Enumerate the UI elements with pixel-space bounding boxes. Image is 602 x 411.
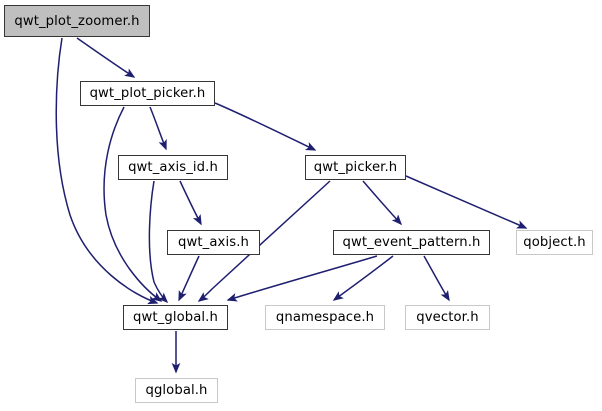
edge-qwt_axis_id-to-qwt_axis (179, 180, 202, 226)
edge-qwt_event_pattern-to-qwt_global (226, 255, 378, 302)
node-label: qvector.h (416, 310, 479, 325)
node-qnamespace[interactable]: qnamespace.h (265, 305, 385, 330)
node-qwt_plot_picker[interactable]: qwt_plot_picker.h (80, 81, 215, 106)
node-qwt_global[interactable]: qwt_global.h (123, 305, 228, 330)
node-qwt_event_pattern[interactable]: qwt_event_pattern.h (333, 230, 490, 255)
node-label: qwt_plot_picker.h (89, 86, 206, 101)
node-label: qwt_axis.h (178, 235, 249, 250)
node-label: qwt_global.h (133, 310, 218, 325)
node-qwt_picker[interactable]: qwt_picker.h (305, 155, 406, 180)
node-label: qnamespace.h (275, 310, 375, 325)
node-qwt_axis[interactable]: qwt_axis.h (167, 230, 260, 255)
node-qglobal[interactable]: qglobal.h (135, 378, 218, 403)
edge-qwt_event_pattern-to-qnamespace (332, 255, 394, 301)
node-qwt_plot_zoomer[interactable]: qwt_plot_zoomer.h (4, 5, 150, 37)
edge-qwt_plot_picker-to-qwt_axis_id (149, 106, 167, 151)
edge-qwt_picker-to-qwt_event_pattern (362, 180, 403, 226)
node-label: qglobal.h (145, 383, 208, 398)
edge-qwt_picker-to-qobject (405, 175, 528, 229)
node-label: qwt_axis_id.h (128, 160, 218, 175)
node-qobject[interactable]: qobject.h (516, 230, 593, 255)
node-label: qwt_picker.h (313, 160, 398, 175)
edge-qwt_plot_picker-to-qwt_global (103, 106, 163, 302)
edge-qwt_event_pattern-to-qvector (423, 255, 450, 302)
edge-qwt_axis-to-qwt_global (178, 255, 200, 302)
node-qwt_axis_id[interactable]: qwt_axis_id.h (118, 155, 228, 180)
node-label: qwt_event_pattern.h (342, 235, 481, 250)
edge-qwt_axis_id-to-qwt_global (148, 180, 169, 304)
node-label: qobject.h (523, 235, 586, 250)
edge-qwt_plot_picker-to-qwt_picker (214, 102, 317, 151)
node-label: qwt_plot_zoomer.h (14, 13, 140, 29)
node-qvector[interactable]: qvector.h (405, 305, 490, 330)
edge-qwt_plot_zoomer-to-qwt_plot_picker (76, 37, 136, 78)
